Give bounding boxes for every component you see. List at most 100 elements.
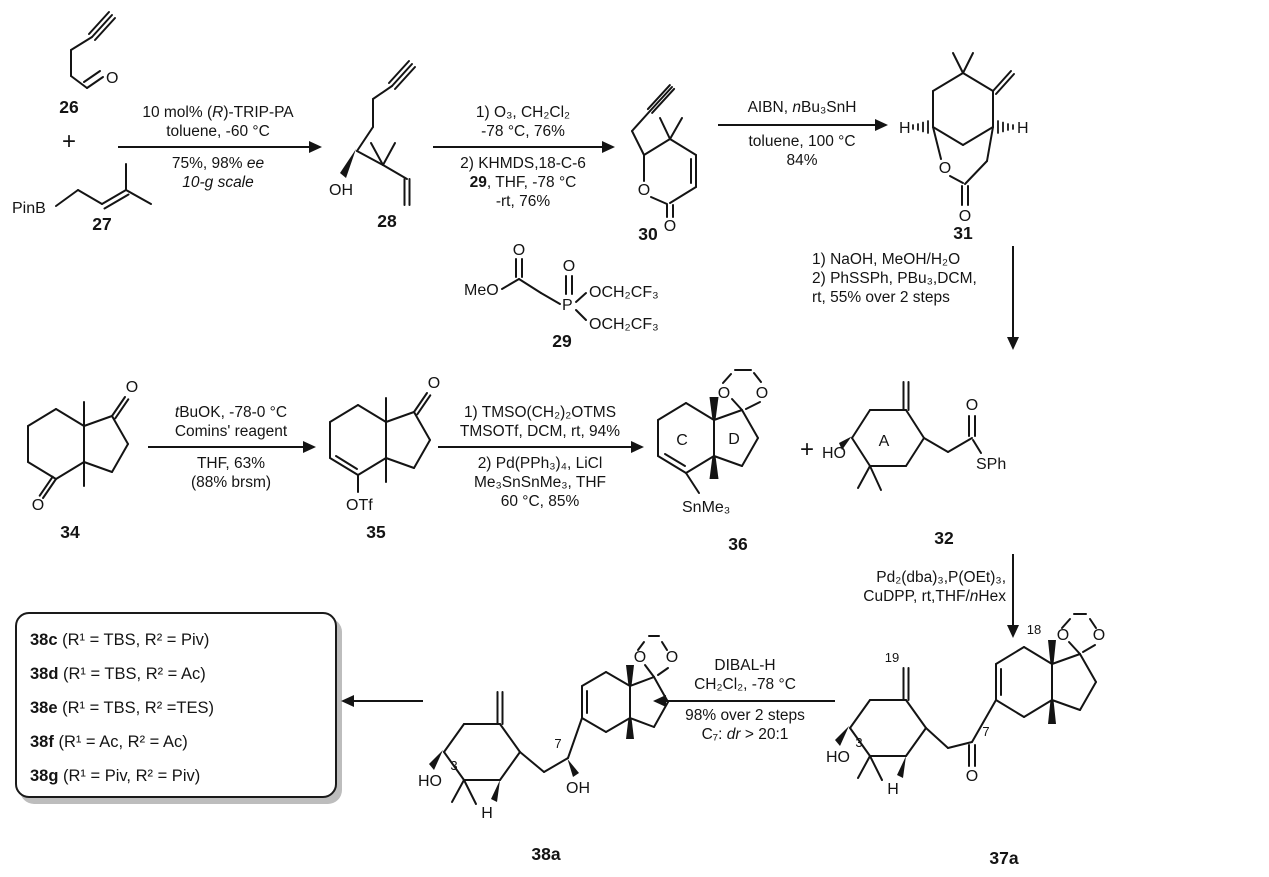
structure-28: OH 28 <box>329 60 416 231</box>
locant-3: 3 <box>450 758 457 773</box>
step4-conditions: 1) NaOH, MeOH/H₂O 2) PhSSPh, PBu₃,DCM, r… <box>812 250 1008 307</box>
reagent-line: tBuOK, -78-0 °C <box>174 404 288 421</box>
reagent-line: toluene, -60 °C <box>166 123 270 140</box>
stereo-wedge-methyl-top <box>1048 640 1056 664</box>
reagent-line: 2) KHMDS,18-C-6 <box>460 155 586 172</box>
structure-36: O O C D SnMe₃ 36 <box>657 369 768 554</box>
group-label-SnMe3: SnMe₃ <box>682 499 730 516</box>
reagent-line: C₇: dr > 20:1 <box>701 726 789 743</box>
reagent-line: 75%, 98% ee <box>171 155 265 172</box>
atom-label-ring-O: O <box>939 160 951 177</box>
stereo-wedge-OH <box>340 149 356 178</box>
atom-label-dioxolane-O-right: O <box>1093 627 1105 644</box>
atom-label-carbonyl-O: O <box>966 397 978 414</box>
locant-7: 7 <box>554 736 561 751</box>
box-entry-38e: 38e (R¹ = TBS, R² =TES) <box>30 699 214 717</box>
box-entry-38g: 38g (R¹ = Piv, R² = Piv) <box>30 767 201 785</box>
stereo-wedge-HO <box>839 436 852 450</box>
stereo-wedge-methyl-bottom <box>709 456 719 479</box>
atom-label-H: H <box>887 781 899 798</box>
atom-label-ketone-O-bottom: O <box>32 497 44 514</box>
atom-label-O: O <box>106 70 118 87</box>
compound-number-29: 29 <box>552 331 572 351</box>
structure-26: O 26 <box>59 11 118 117</box>
compound-number-27: 27 <box>92 214 111 234</box>
molecule-34-bonds <box>27 396 130 499</box>
reagent-line: THF, 63% <box>196 455 266 472</box>
ring-label-C: C <box>676 432 688 449</box>
atom-label-ring-O: O <box>638 182 650 199</box>
reagent-line: 2) PhSSPh, PBu₃,DCM, <box>812 270 977 287</box>
molecule-29-bonds <box>501 258 587 321</box>
compound-number-34: 34 <box>60 522 80 542</box>
stereo-wedge-H <box>897 756 906 778</box>
reagent-line: CH₂Cl₂, -78 °C <box>694 676 796 693</box>
reagent-line: Pd₂(dba)₃,P(OEt)₃, <box>876 569 1006 586</box>
structure-31: H H O O 31 <box>899 52 1029 243</box>
stereo-wedge-methyl-top <box>626 665 634 686</box>
molecule-30-bonds <box>631 84 697 218</box>
atom-label-H-right: H <box>1017 120 1029 137</box>
reagent-line: 1) O₃, CH₂Cl₂ <box>475 104 571 121</box>
reagent-line: 60 °C, 85% <box>500 493 580 510</box>
structure-35: O OTf 35 <box>329 375 440 542</box>
reagent-line: 2) Pd(PPh₃)₄, LiCl <box>477 455 603 472</box>
molecule-37a-bonds <box>849 613 1097 781</box>
reagent-line: CuDPP, rt,THF/nHex <box>863 588 1006 605</box>
stereo-wedge-methyl-bottom <box>626 718 634 739</box>
molecule-28-bonds <box>356 60 416 206</box>
group-label-HO: HO <box>822 445 846 462</box>
arrow-step6 <box>438 441 644 453</box>
step1-conditions-below: 75%, 98% ee 10-g scale <box>116 154 320 192</box>
molecule-26-bonds <box>70 11 116 89</box>
reagent-line: 84% <box>786 152 818 169</box>
reagent-line: 98% over 2 steps <box>685 707 805 724</box>
reagent-line: 10 mol% (R)-TRIP-PA <box>142 104 294 121</box>
structure-37a: 19 HO 3 H 7 O 18 O O 37a <box>826 613 1105 868</box>
structure-32: HO A O SPh 32 <box>822 381 1006 548</box>
stereo-wedge-methyl-bottom <box>1048 700 1056 724</box>
compound-number-32: 32 <box>934 528 954 548</box>
group-label-OH: OH <box>566 780 590 797</box>
compound-number-37a: 37a <box>989 848 1018 868</box>
structure-30: O O 30 <box>631 84 697 244</box>
reagent-line: -78 °C, 76% <box>481 123 565 140</box>
step8-conditions-below: 98% over 2 steps C₇: dr > 20:1 <box>650 706 840 744</box>
stereo-wedge-OH <box>567 759 579 777</box>
ring-label-A: A <box>879 433 890 450</box>
step5-conditions-above: tBuOK, -78-0 °C Comins' reagent <box>140 403 322 441</box>
stereo-wedge-H <box>491 780 500 802</box>
molecule-32-bonds <box>851 381 982 491</box>
atom-label-carbonyl-O: O <box>959 208 971 225</box>
structure-34: O O 34 <box>27 379 138 542</box>
atom-label-P: P <box>562 297 573 314</box>
compound-number-28: 28 <box>377 211 397 231</box>
atom-label-ketone-O: O <box>428 375 440 392</box>
structure-38a: HO 3 H 7 OH O O 38a <box>418 635 678 864</box>
atom-label-H: H <box>481 805 493 822</box>
compound-number-38a: 38a <box>531 844 560 864</box>
atom-label-carbonyl-O: O <box>664 218 676 235</box>
step6-conditions-above: 1) TMSO(CH₂)₂OTMS TMSOTf, DCM, rt, 94% <box>428 403 652 441</box>
step6-conditions-below: 2) Pd(PPh₃)₄, LiCl Me₃SnSnMe₃, THF 60 °C… <box>428 454 652 511</box>
step3-conditions-below: toluene, 100 °C 84% <box>713 132 891 170</box>
molecule-27-bonds <box>55 163 152 210</box>
reagent-line: 10-g scale <box>182 174 254 191</box>
atom-label-dioxolane-O-left: O <box>718 385 730 402</box>
atom-label-H-left: H <box>899 120 911 137</box>
group-label-SPh: SPh <box>976 456 1006 473</box>
atom-label-ketone-O-top: O <box>126 379 138 396</box>
product-box-38-series: 38c (R¹ = TBS, R² = Piv) 38d (R¹ = TBS, … <box>15 612 337 798</box>
reagent-line: (88% brsm) <box>190 474 272 491</box>
group-label-MeO: MeO <box>464 282 499 299</box>
group-label-OH: OH <box>329 182 353 199</box>
structure-27: PinB 27 <box>12 163 152 234</box>
atom-label-ketone-O: O <box>966 768 978 785</box>
ring-label-D: D <box>728 431 740 448</box>
reagent-line: rt, 55% over 2 steps <box>812 289 950 306</box>
reagent-line: AIBN, nBu₃SnH <box>747 99 857 116</box>
plus-sign-top: + <box>62 128 77 155</box>
group-label-HO: HO <box>418 773 442 790</box>
arrow-step2 <box>433 141 615 153</box>
